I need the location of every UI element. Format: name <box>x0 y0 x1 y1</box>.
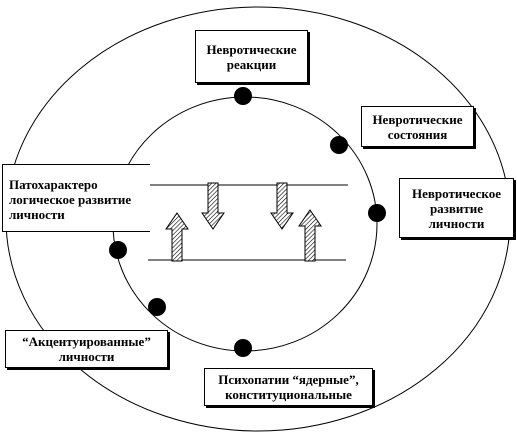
dot-top <box>234 87 252 105</box>
up-arrow-left <box>165 212 189 262</box>
node-neurotic-reactions: Невротические реакции <box>195 30 308 83</box>
dot-bottom-left <box>148 298 166 316</box>
node-nuclear-psychopathies: Психопатии “ядерные”, конституциональные <box>204 368 373 406</box>
down-arrow-left <box>201 182 225 230</box>
node-neurotic-personality-development: Невротическое развитие личности <box>399 178 514 238</box>
node-neurotic-states: Невротические состояния <box>361 106 474 147</box>
dot-right <box>368 204 386 222</box>
dot-bottom <box>234 339 252 357</box>
down-arrow-right <box>270 182 294 230</box>
node-pathocharacterological-development: Патохарактеро логическое развитие личнос… <box>2 164 150 232</box>
node-accentuated-personalities: “Акцентуированные” личности <box>5 330 168 368</box>
dot-left <box>109 241 127 259</box>
up-arrow-right <box>298 209 322 262</box>
dot-right-top <box>330 136 348 154</box>
